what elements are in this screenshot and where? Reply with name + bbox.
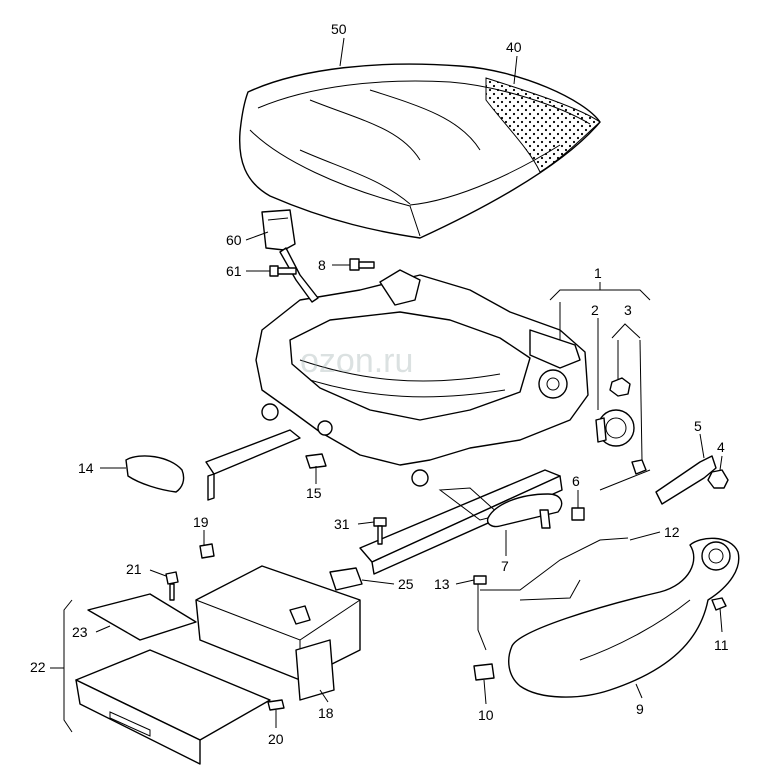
bolt-61 — [269, 265, 297, 277]
side-trim-panel — [508, 537, 740, 698]
clip-10 — [473, 663, 495, 681]
callout-61: 61 — [226, 263, 242, 279]
callout-6: 6 — [572, 473, 580, 489]
callout-7: 7 — [501, 558, 509, 574]
callout-10: 10 — [478, 707, 494, 723]
callout-14: 14 — [78, 460, 94, 476]
recliner-mechanism — [595, 409, 635, 447]
callout-40: 40 — [506, 39, 522, 55]
screw-21 — [165, 571, 179, 601]
callout-23: 23 — [72, 624, 88, 640]
clip-25 — [329, 567, 363, 591]
callout-1: 1 — [594, 265, 602, 281]
clip-20 — [267, 699, 285, 711]
screw-4 — [707, 469, 729, 489]
cable-12 — [480, 469, 651, 601]
drawer — [75, 649, 271, 765]
watermark: ozon.ru — [300, 342, 413, 380]
callout-4: 4 — [717, 439, 725, 455]
screw-11 — [711, 597, 727, 611]
callout-22: 22 — [30, 659, 46, 675]
callout-19: 19 — [193, 514, 209, 530]
callout-18: 18 — [318, 705, 334, 721]
seat-adjust-handle — [125, 455, 185, 493]
drawer-mat — [87, 593, 197, 641]
seat-foam-pad — [485, 77, 601, 173]
part-19 — [199, 543, 215, 559]
nut-3 — [609, 377, 647, 475]
callout-20: 20 — [268, 731, 284, 747]
drawer-housing — [195, 565, 361, 701]
callout-labels: 50 40 60 61 8 1 2 3 5 4 14 15 6 12 31 7 … — [30, 21, 729, 747]
leader-lines — [95, 37, 723, 728]
clip-15 — [305, 453, 327, 469]
callout-3: 3 — [624, 302, 632, 318]
callout-21: 21 — [126, 561, 142, 577]
callout-25: 25 — [398, 576, 414, 592]
callout-11: 11 — [714, 637, 729, 653]
callout-12: 12 — [664, 524, 680, 540]
seat-frame — [255, 269, 589, 487]
screw-13 — [473, 575, 487, 651]
clip-6 — [571, 507, 585, 521]
callout-31: 31 — [334, 516, 350, 532]
callout-2: 2 — [591, 302, 599, 318]
handle-7 — [486, 493, 563, 529]
callout-5: 5 — [694, 418, 702, 434]
callout-13: 13 — [434, 576, 450, 592]
callout-60: 60 — [226, 232, 242, 248]
bolt-8 — [349, 258, 375, 271]
screw-31 — [373, 517, 387, 545]
recliner-lever — [655, 455, 717, 505]
callout-50: 50 — [331, 21, 347, 37]
callout-8: 8 — [318, 257, 326, 273]
callout-9: 9 — [636, 701, 644, 717]
seat-belt-buckle — [261, 209, 319, 303]
callout-15: 15 — [306, 485, 322, 501]
